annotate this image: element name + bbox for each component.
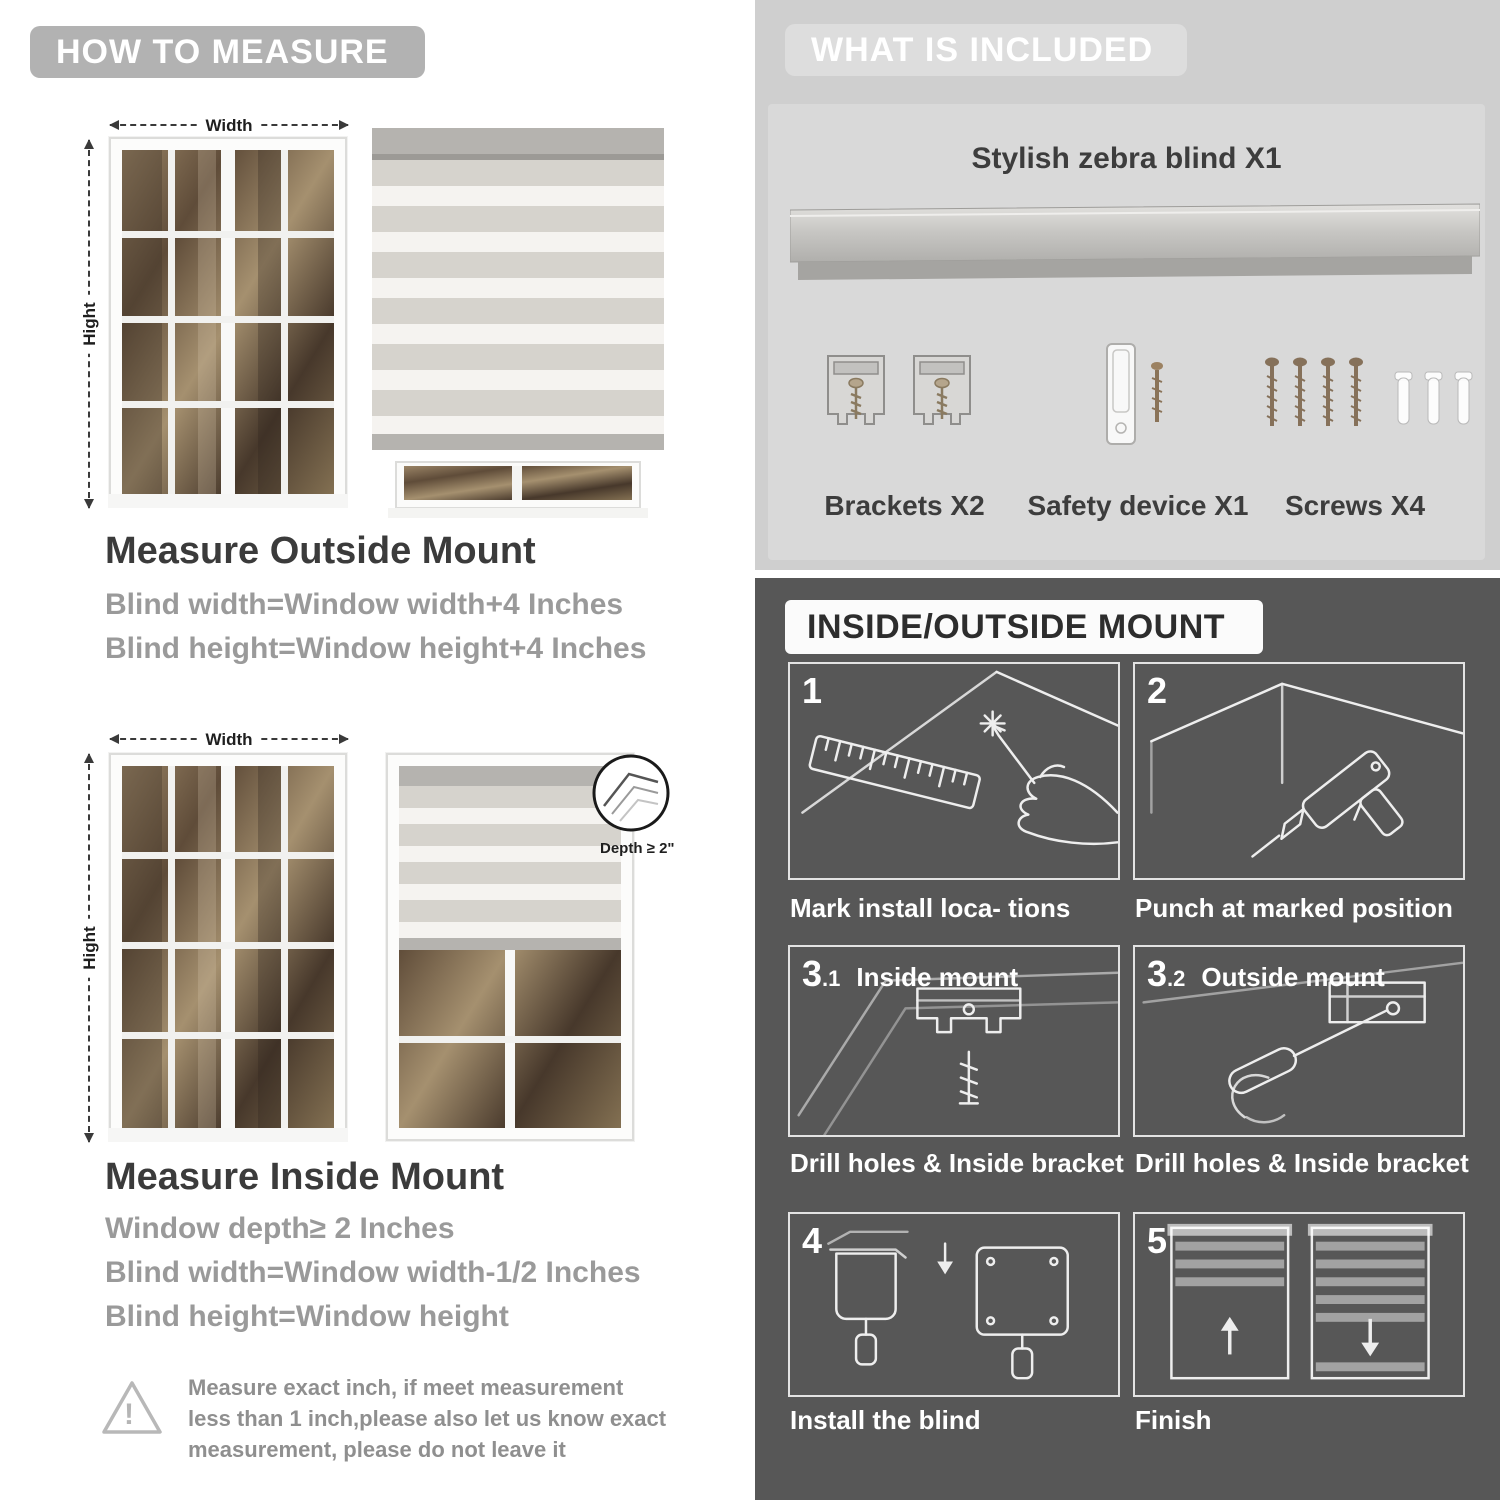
step-number: 5	[1147, 1220, 1168, 1261]
step-caption-5: Finish	[1135, 1405, 1212, 1435]
warning-icon	[102, 1381, 162, 1434]
safety-device-label: Safety device X1	[1027, 490, 1249, 521]
finish-illustration	[1167, 1223, 1433, 1380]
screws-icon	[1265, 357, 1473, 426]
width-arrow-inside: Width	[109, 730, 349, 750]
width-arrow-outside: Width	[109, 116, 349, 136]
window-illustration-outside	[108, 136, 348, 508]
inside-mount-rule-2: Blind width=Window width-1/2 Inches	[105, 1256, 641, 1289]
outside-bracket-illustration	[1142, 961, 1463, 1124]
height-label: Hight	[80, 918, 100, 978]
inside-outside-mount-header: INSIDE/OUTSIDE MOUNT	[785, 600, 1263, 654]
step-number: 3	[1147, 953, 1168, 994]
step-caption-4: Install the blind	[790, 1405, 981, 1435]
height-arrow-inside: Hight	[80, 753, 100, 1143]
step-number: 1	[802, 670, 823, 711]
depth-label: Depth ≥ 2"	[600, 840, 675, 857]
step-box-4: 4	[788, 1212, 1120, 1397]
how-to-measure-header: HOW TO MEASURE	[30, 26, 425, 78]
outside-mount-rule-2: Blind height=Window height+4 Inches	[105, 632, 647, 665]
mark-locations-illustration	[801, 670, 1118, 846]
drill-illustration	[1150, 682, 1463, 858]
step-box-5: 5	[1133, 1212, 1465, 1397]
step-caption-3-2: Drill holes & Inside bracket	[1135, 1148, 1469, 1178]
depth-detail-circle	[592, 754, 670, 832]
step-caption-1: Mark install loca- tions	[790, 893, 1071, 923]
inside-mount-rule-1: Window depth≥ 2 Inches	[105, 1212, 455, 1245]
headrail-illustration	[790, 203, 1480, 280]
step-box-2: 2	[1133, 662, 1465, 880]
inside-mount-heading: Measure Inside Mount	[105, 1156, 505, 1198]
step-caption-3-1: Drill holes & Inside bracket	[790, 1148, 1124, 1178]
outside-mount-heading: Measure Outside Mount	[105, 530, 536, 572]
screws-label: Screws X4	[1284, 490, 1426, 521]
width-label: Width	[197, 730, 261, 750]
measure-note: Measure exact inch, if meet measurement …	[188, 1375, 667, 1463]
bracket-icon	[827, 355, 885, 425]
window-illustration-inside	[108, 752, 348, 1142]
step-box-3-1: 3.1 Inside mount	[788, 945, 1120, 1137]
step-number: 3	[802, 953, 823, 994]
brackets-label: Brackets X2	[824, 490, 985, 521]
inside-mount-rule-3: Blind height=Window height	[105, 1300, 509, 1333]
zebra-blind-illustration-outside	[372, 128, 664, 518]
warning-exclamation: !	[124, 1398, 134, 1431]
step-caption-2: Punch at marked position	[1135, 893, 1453, 923]
step-box-1: 1	[788, 662, 1120, 880]
step-number: 2	[1147, 670, 1168, 711]
width-label: Width	[197, 116, 261, 136]
what-is-included-header: WHAT IS INCLUDED	[785, 24, 1187, 76]
height-label: Hight	[80, 294, 100, 354]
blind-product-label: Stylish zebra blind X1	[971, 142, 1282, 175]
install-blind-illustration	[827, 1230, 1069, 1380]
included-card	[768, 104, 1485, 560]
inside-bracket-illustration	[797, 971, 1118, 1135]
bracket-icon	[913, 355, 971, 425]
outside-mount-rule-1: Blind width=Window width+4 Inches	[105, 588, 624, 621]
height-arrow-outside: Hight	[80, 139, 100, 509]
zebra-blind-illustration-inside	[385, 752, 635, 1142]
safety-device-icon	[1106, 343, 1163, 445]
step-number: 4	[802, 1220, 823, 1261]
step-box-3-2: 3.2 Outside mount	[1133, 945, 1465, 1137]
